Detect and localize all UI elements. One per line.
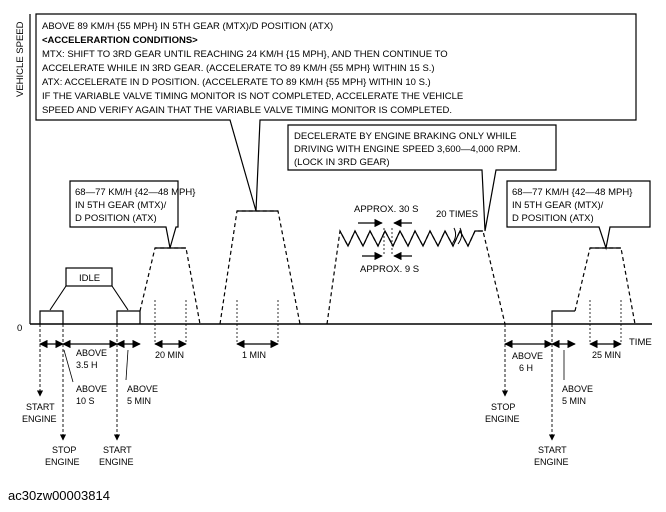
duration-guides: [154, 300, 622, 344]
svg-text:STOP: STOP: [491, 402, 515, 412]
svg-text:<ACCELERARTION CONDITIONS>: <ACCELERARTION CONDITIONS>: [42, 35, 198, 46]
callout-decel: DECELERATE BY ENGINE BRAKING ONLY WHILE …: [287, 124, 557, 232]
callout-main: ABOVE 89 KM/H {55 MPH} IN 5TH GEAR (MTX)…: [35, 13, 637, 212]
svg-text:IN 5TH GEAR (MTX)/: IN 5TH GEAR (MTX)/: [75, 200, 167, 211]
svg-text:68—77 KM/H {42—48 MPH}: 68—77 KM/H {42—48 MPH}: [512, 187, 632, 198]
y-axis-label: VEHICLE SPEED: [15, 21, 26, 97]
svg-text:ENGINE: ENGINE: [22, 414, 57, 424]
svg-text:(LOCK IN 3RD GEAR): (LOCK IN 3RD GEAR): [294, 157, 390, 168]
svg-text:ACCELERATE WHILE IN 3RD GEAR.: ACCELERATE WHILE IN 3RD GEAR. (ACCELERAT…: [42, 63, 435, 74]
svg-text:ENGINE: ENGINE: [534, 457, 569, 467]
speed-profile: [39, 210, 636, 325]
svg-text:ENGINE: ENGINE: [485, 414, 520, 424]
svg-text:ATX: ACCELERATE IN D POSITION.: ATX: ACCELERATE IN D POSITION. (ACCELERA…: [42, 77, 431, 88]
engine-events: [36, 324, 556, 441]
svg-text:68—77 KM/H {42—48 MPH}: 68—77 KM/H {42—48 MPH}: [75, 187, 195, 198]
svg-text:5 MIN: 5 MIN: [127, 396, 151, 406]
svg-text:IDLE: IDLE: [79, 273, 100, 284]
svg-text:ABOVE: ABOVE: [512, 351, 543, 361]
engine-event-labels: START ENGINE STOP ENGINE START ENGINE ST…: [22, 402, 569, 467]
svg-text:SPEED AND VERIFY AGAIN THAT TH: SPEED AND VERIFY AGAIN THAT THE VARIABLE…: [42, 105, 452, 116]
svg-text:10 S: 10 S: [76, 396, 95, 406]
svg-text:3.5 H: 3.5 H: [76, 360, 98, 370]
twenty-times-label: 20 TIMES: [436, 209, 478, 220]
svg-text:ABOVE: ABOVE: [127, 384, 158, 394]
svg-text:ABOVE: ABOVE: [562, 384, 593, 394]
figure-code: ac30zw00003814: [8, 488, 110, 503]
svg-text:DECELERATE BY ENGINE BRAKING O: DECELERATE BY ENGINE BRAKING ONLY WHILE: [294, 131, 517, 142]
cruise-1: [139, 247, 201, 325]
break-mark: [451, 227, 463, 245]
idle-2: [116, 310, 141, 324]
svg-text:ABOVE: ABOVE: [76, 348, 107, 358]
svg-text:D POSITION (ATX): D POSITION (ATX): [512, 213, 594, 224]
svg-text:IF THE VARIABLE VALVE TIMING M: IF THE VARIABLE VALVE TIMING MONITOR IS …: [42, 91, 463, 102]
callout-left-speed: 68—77 KM/H {42—48 MPH} IN 5TH GEAR (MTX)…: [69, 180, 195, 249]
svg-text:6 H: 6 H: [519, 363, 533, 373]
svg-text:ENGINE: ENGINE: [45, 457, 80, 467]
approx-9s-label: APPROX. 9 S: [360, 264, 419, 275]
decel-oscillation: [326, 229, 506, 325]
svg-text:ENGINE: ENGINE: [99, 457, 134, 467]
callout-idle: IDLE: [49, 267, 129, 311]
cruise-2: [574, 247, 636, 325]
idle-3: [551, 310, 575, 324]
high-speed: [219, 210, 301, 325]
approx-30s-label: APPROX. 30 S: [354, 204, 418, 215]
svg-text:IN 5TH GEAR (MTX)/: IN 5TH GEAR (MTX)/: [512, 200, 604, 211]
x-axis-label: TIME: [629, 337, 652, 348]
svg-text:D POSITION (ATX): D POSITION (ATX): [75, 213, 157, 224]
svg-text:5 MIN: 5 MIN: [562, 396, 586, 406]
svg-text:DRIVING WITH ENGINE SPEED 3,60: DRIVING WITH ENGINE SPEED 3,600—4,000 RP…: [294, 144, 520, 155]
svg-text:20 MIN: 20 MIN: [155, 350, 184, 360]
origin-label: 0: [17, 323, 22, 334]
duration-labels: ABOVE 3.5 H ABOVE 10 S ABOVE 5 MIN 20 MI…: [63, 348, 621, 406]
callout-right-speed: 68—77 KM/H {42—48 MPH} IN 5TH GEAR (MTX)…: [506, 180, 651, 251]
svg-text:START: START: [538, 445, 567, 455]
svg-text:MTX: SHIFT TO 3RD GEAR UNTIL R: MTX: SHIFT TO 3RD GEAR UNTIL REACHING 24…: [42, 49, 448, 60]
svg-text:25 MIN: 25 MIN: [592, 350, 621, 360]
svg-text:START: START: [26, 402, 55, 412]
svg-text:START: START: [103, 445, 132, 455]
svg-text:STOP: STOP: [52, 445, 76, 455]
svg-text:ABOVE 89 KM/H {55 MPH} IN 5TH: ABOVE 89 KM/H {55 MPH} IN 5TH GEAR (MTX)…: [42, 21, 333, 32]
svg-text:1 MIN: 1 MIN: [242, 350, 266, 360]
decel-solid: [339, 229, 483, 248]
svg-text:ABOVE: ABOVE: [76, 384, 107, 394]
oscillation-annotations: APPROX. 30 S APPROX. 9 S 20 TIMES: [354, 204, 478, 275]
idle-1: [39, 310, 64, 324]
